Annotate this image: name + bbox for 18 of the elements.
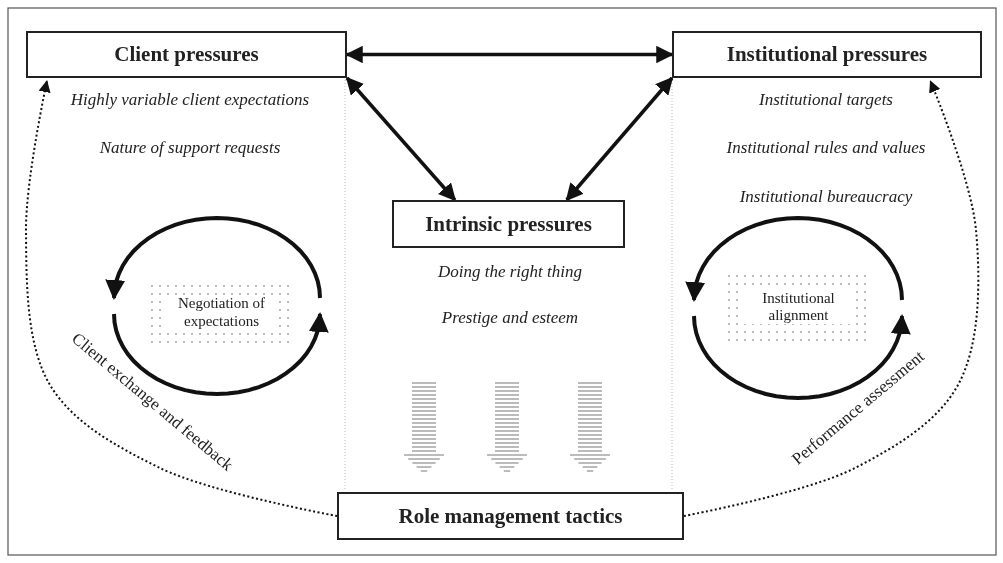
pressure-item: Prestige and esteem (441, 308, 579, 328)
box-title: Intrinsic pressures (425, 211, 592, 237)
pressure-box (672, 31, 982, 78)
box-title: Client pressures (114, 42, 259, 67)
box-title: Institutional pressures (726, 42, 928, 67)
arrow (345, 76, 457, 202)
pressure-box (26, 31, 347, 78)
arrow (565, 76, 674, 202)
dotted-arrow (25, 80, 338, 517)
pressure-item: Institutional targets (759, 90, 893, 110)
pressure-item: Institutional rules and values (726, 138, 926, 158)
pressure-item: Nature of support requests (99, 138, 281, 158)
pressure-item: Highly variable client expectations (70, 90, 310, 110)
box-title: Role management tactics (398, 503, 623, 529)
pressure-item: Institutional bureaucracy (739, 187, 913, 207)
pressure-box (337, 492, 684, 540)
pressure-item: Doing the right thing (438, 262, 582, 282)
pressure-box (392, 200, 625, 248)
